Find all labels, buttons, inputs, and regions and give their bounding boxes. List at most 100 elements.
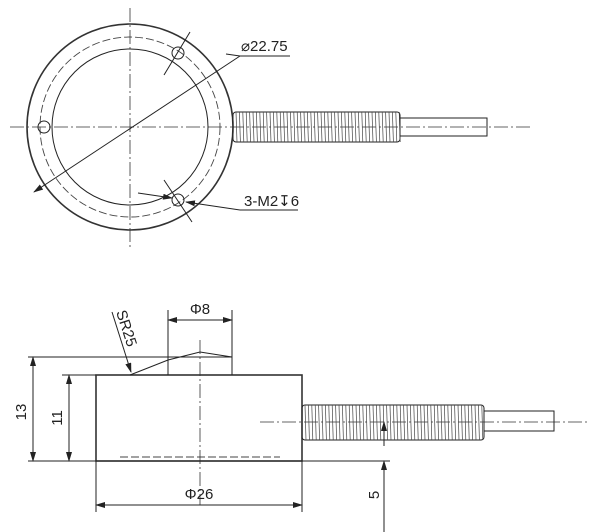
spring-coil [416, 404, 419, 441]
leader-line [225, 53, 241, 57]
spring-coil [303, 111, 306, 143]
cable-height-label: 5 [366, 491, 383, 499]
spring-coil [375, 111, 377, 143]
hole-label: 3-M2↧6 [244, 193, 299, 210]
side-view: SR25 Φ8 13 11 Φ26 5 [13, 301, 590, 532]
spring-coil [444, 404, 446, 441]
spring-coil [252, 111, 255, 143]
sphere-radius-label: SR25 [112, 308, 140, 349]
spring-coil [337, 111, 340, 143]
spring-coil [342, 404, 344, 441]
spring-coil [474, 404, 477, 441]
spring-coil [266, 111, 268, 143]
spring-coil [385, 111, 387, 143]
spring-coil [324, 111, 326, 143]
spring-coil [361, 111, 364, 143]
cable-spring [232, 111, 401, 143]
spring-coil [376, 404, 378, 441]
spring-coil [239, 111, 241, 143]
spring-coil [365, 404, 368, 441]
spring-coil [335, 404, 337, 441]
spring-coil [276, 111, 279, 143]
spring-coil [334, 111, 336, 143]
spring-coil [348, 404, 351, 441]
spring-coil [427, 404, 429, 441]
spring-coil [259, 111, 262, 143]
spring-coil [433, 404, 436, 441]
spring-coil [413, 404, 416, 441]
spring-coil [454, 404, 456, 441]
spring-coil [283, 111, 285, 143]
sr-leader [111, 311, 132, 373]
spring-coil [355, 404, 358, 441]
mounting-hole [171, 46, 185, 60]
mounting-hole [37, 120, 51, 134]
spring-coil [381, 111, 384, 143]
spring-coil [328, 404, 331, 441]
spring-coil [344, 111, 347, 143]
spring-coil [345, 404, 348, 441]
spring-coil [386, 404, 388, 441]
spring-coil [330, 111, 333, 143]
body-height-label: 11 [49, 410, 66, 426]
spring-coil [269, 111, 272, 143]
spring-coil [304, 404, 307, 441]
spring-coil [262, 111, 265, 143]
spring-coil [388, 111, 391, 143]
spring-coil [464, 404, 467, 441]
spring-coil [379, 404, 382, 441]
spring-coil [396, 404, 399, 441]
hole-axis [163, 179, 193, 223]
spring-coil [273, 111, 275, 143]
cap-diameter-label: Φ8 [190, 301, 210, 318]
spring-coil [395, 111, 398, 143]
spring-coil [314, 404, 317, 441]
spring-coil [392, 111, 394, 143]
spring-coil [310, 111, 313, 143]
spring-coil [420, 404, 422, 441]
spring-coil [245, 111, 248, 143]
spring-coil [440, 404, 443, 441]
bolt-circle [39, 36, 221, 218]
spring-coil [290, 111, 292, 143]
spring-coil [403, 404, 405, 441]
spring-coil [308, 404, 310, 441]
spring-coil [317, 111, 319, 143]
cable-spring [301, 404, 485, 441]
spring-coil [467, 404, 470, 441]
spring-coil [338, 404, 341, 441]
spring-coil [293, 111, 296, 143]
hole-arrow [137, 192, 173, 200]
total-height-label: 13 [13, 404, 30, 421]
spring-coil [410, 404, 412, 441]
spring-coil [478, 404, 480, 441]
mounting-hole [171, 193, 185, 207]
spring-coil [242, 111, 245, 143]
spring-coil [447, 404, 450, 441]
hole-arrow [185, 200, 241, 211]
spring-coil [296, 111, 299, 143]
spring-coil [437, 404, 439, 441]
spring-coil [327, 111, 330, 143]
spring-coil [300, 111, 302, 143]
spring-coil [399, 404, 402, 441]
spring-coil [341, 111, 343, 143]
spring-coil [389, 404, 392, 441]
spherical-top [129, 351, 233, 376]
spring-coil [368, 111, 370, 143]
spring-coil [311, 404, 314, 441]
inner-circle [51, 48, 209, 206]
spring-coil [249, 111, 251, 143]
hole-axis [163, 31, 191, 76]
spring-coil [331, 404, 334, 441]
spring-coil [393, 404, 395, 441]
spring-coil [307, 111, 309, 143]
spring-coil [371, 111, 374, 143]
spring-coil [362, 404, 365, 441]
spring-coil [235, 111, 238, 143]
spring-coil [359, 404, 361, 441]
spring-coil [318, 404, 320, 441]
spring-coil [457, 404, 460, 441]
cable [483, 410, 555, 432]
